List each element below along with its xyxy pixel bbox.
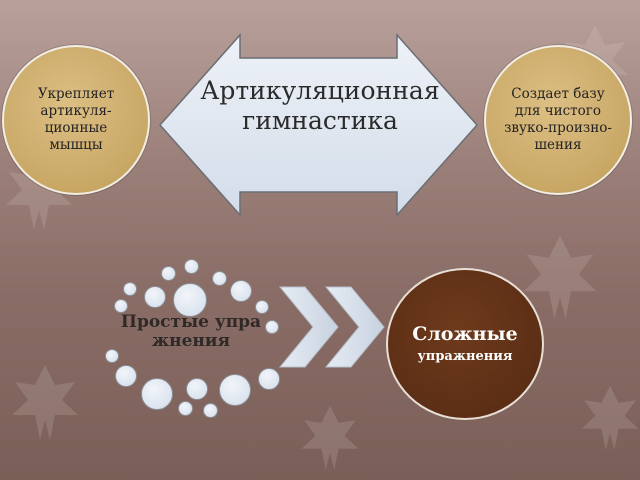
benefit-circle-pronunciation: Создает базу для чистого звуко-произно-ш…: [484, 45, 632, 195]
bubble: [203, 403, 218, 418]
complex-exercises-subtitle: упражнения: [417, 348, 513, 364]
simple-exercises-label: Простые упражнения: [120, 312, 262, 351]
bubble: [219, 374, 251, 406]
leaf-decoration-icon: [6, 155, 72, 230]
bubble: [230, 280, 252, 302]
bubble: [173, 283, 207, 317]
benefit-circle-muscles: Укрепляет артикуля-ционные мышцы: [2, 45, 150, 195]
bubble: [178, 401, 193, 416]
bubble: [184, 259, 199, 274]
leaf-decoration-icon: [12, 365, 78, 440]
complex-exercises-title: Сложные: [412, 322, 518, 345]
bubble: [105, 349, 119, 363]
complex-exercises-circle: Сложные упражнения: [386, 268, 544, 420]
bubble: [258, 368, 280, 390]
bubble: [186, 378, 208, 400]
benefit-muscles-label: Укрепляет артикуля-ционные мышцы: [37, 86, 115, 153]
bubble: [114, 299, 128, 313]
bubble: [144, 286, 166, 308]
leaf-decoration-icon: [581, 385, 639, 450]
main-topic-label: Артикуляционная гимнастика: [200, 76, 440, 135]
leaf-decoration-icon: [523, 235, 597, 319]
bubble: [255, 300, 269, 314]
leaf-decoration-icon: [301, 405, 359, 470]
bubble: [265, 320, 279, 334]
bubble: [141, 378, 173, 410]
bubble: [115, 365, 137, 387]
benefit-pronunciation-label: Создает базу для чистого звуко-произно-ш…: [504, 86, 612, 153]
bubble: [161, 266, 176, 281]
bubble: [212, 271, 227, 286]
bubble: [123, 282, 137, 296]
